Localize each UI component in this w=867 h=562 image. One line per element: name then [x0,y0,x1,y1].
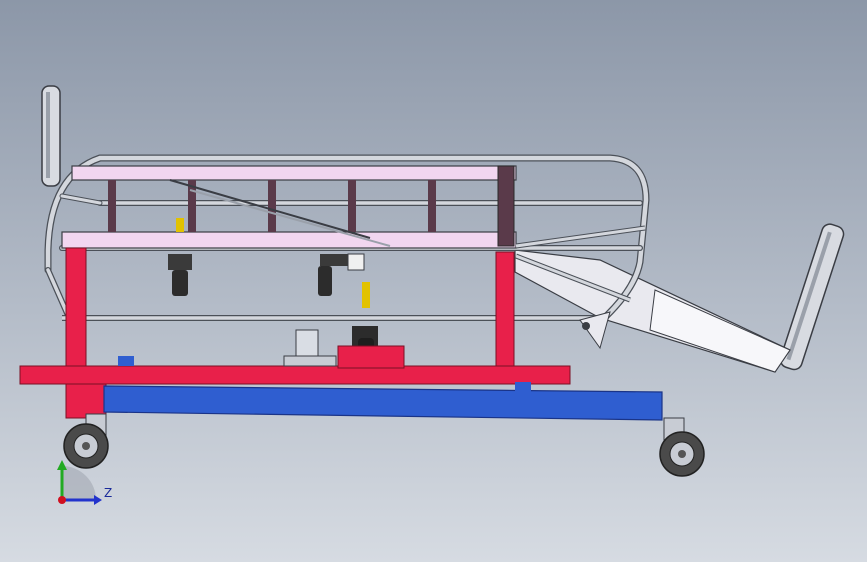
caster-right [659,417,705,477]
mattress-deck [61,165,517,249]
leg-section-panel [514,249,791,373]
z-axis-label: Z [104,486,112,500]
caster-left [63,413,109,469]
hinge-bracket [579,311,611,350]
base-frame [19,329,571,385]
base-beam [103,382,663,421]
foot-board [779,223,845,371]
support-posts [65,247,515,419]
head-board [41,85,61,187]
coordinate-triad-icon: Z [57,460,112,505]
